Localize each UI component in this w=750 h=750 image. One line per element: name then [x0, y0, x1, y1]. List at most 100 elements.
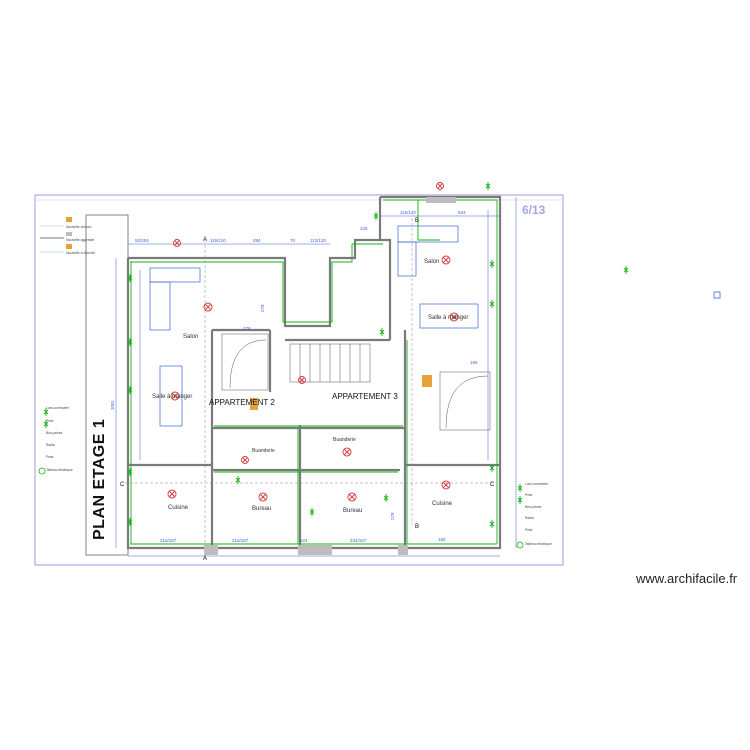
legend-swatch-3 — [66, 244, 72, 249]
legend-top: Nouvelle cloison Nouvelle aggreste Nouve… — [40, 217, 96, 255]
legend-sym-3: Bloc-prises — [46, 431, 63, 435]
room-salle-manger-left: Salle à manger — [152, 394, 192, 400]
panel-legend-icon-left — [38, 467, 46, 475]
stair-left-curve — [229, 339, 267, 389]
window-bottom-3 — [398, 545, 408, 555]
outlet — [489, 464, 495, 472]
outlet — [489, 300, 495, 308]
dim-text-9: 1051 — [110, 399, 115, 410]
section-b-top: B — [415, 218, 419, 224]
outlet — [309, 508, 315, 516]
outlet — [127, 338, 133, 346]
legend-right-5: Prise — [525, 528, 533, 532]
room-salon-right: Salon — [424, 259, 439, 265]
room-buanderie-right: Buanderie — [333, 437, 356, 443]
apartment-3-label: APPARTEMENT 3 — [332, 392, 398, 401]
dim-text-4: 70 — [290, 238, 296, 243]
light-salon-left — [203, 302, 213, 312]
apartment-2-label: APPARTEMENT 2 — [209, 398, 275, 407]
legend-label-3: Nouvelle à démolir — [66, 251, 96, 255]
section-c-left: C — [120, 482, 125, 488]
page-number: 6/13 — [522, 203, 546, 217]
wall-left-top — [128, 238, 380, 328]
outlet — [623, 266, 629, 274]
legend-sym-4: Radia — [46, 443, 55, 447]
legend-label-2: Nouvelle aggreste — [66, 238, 94, 242]
outlet — [373, 212, 379, 220]
circuit-stair-right — [417, 200, 440, 241]
stair-right — [439, 371, 491, 431]
dim-text-2: 115/120 — [210, 238, 226, 243]
light-salle-left — [170, 391, 180, 401]
dim-text-16: 524 — [300, 538, 308, 543]
outlet — [43, 408, 49, 416]
room-salle-manger-right: Salle à manger — [428, 315, 468, 321]
stair-center-treads — [299, 344, 361, 382]
section-b-bottom: B — [415, 524, 419, 530]
room-salon-left: Salon — [183, 334, 198, 340]
outlet — [517, 484, 523, 492]
legend-right-6: Tableau électrique — [525, 542, 552, 546]
watermark-text: www.archifacile.fr — [636, 571, 738, 586]
stair-right-curve — [445, 375, 489, 429]
legend-symbols-left: Lum-commutée Prise Bloc-prises Radia Pri… — [46, 406, 73, 472]
legend-swatch-1 — [66, 217, 72, 222]
room-labels: Salon Salle à manger Cuisine Bureau Buan… — [152, 259, 468, 514]
dim-text-5: 112/120 — [310, 238, 326, 243]
outlet — [485, 182, 491, 190]
outlet — [127, 274, 133, 282]
walls — [126, 195, 502, 550]
legend-sym-5: Prise — [46, 455, 54, 459]
stairs — [221, 333, 491, 431]
dim-text-11: 165 — [470, 360, 478, 365]
section-marks: A A B B C C — [120, 218, 495, 562]
room-cuisine-right: Cuisine — [432, 501, 453, 507]
dim-text-6: 115/120 — [400, 210, 416, 215]
light-cuisine-right — [441, 480, 451, 490]
furniture — [149, 225, 479, 427]
outlet — [43, 420, 49, 428]
light-salon-right — [441, 255, 451, 265]
outlet — [379, 328, 385, 336]
dim-text-14: 216/187 — [160, 538, 177, 543]
light-top-1 — [173, 239, 181, 247]
room-bureau-left: Bureau — [252, 506, 271, 512]
sofa-left-side — [149, 281, 171, 331]
window-top-right — [426, 197, 456, 203]
sheet-frame — [34, 194, 564, 566]
sofa-right-side — [397, 241, 417, 277]
legend-sym-6: Tableau électrique — [46, 468, 73, 472]
light-apt2-corr — [241, 456, 249, 464]
legend-label-1: Nouvelle cloison — [66, 225, 92, 229]
dim-text-7: 524 — [458, 210, 466, 215]
legend-swatch-2 — [66, 232, 72, 236]
dimension-texts: 52/204 115/120 284 70 112/120 115/120 52… — [110, 210, 478, 543]
light-salle-right — [449, 312, 459, 322]
electric-lines — [130, 199, 498, 545]
sofa-left — [149, 267, 201, 283]
ceiling-lights — [167, 182, 459, 502]
outlet — [127, 386, 133, 394]
panel-legend-icon-right — [516, 541, 524, 549]
light-cuisine-left — [167, 489, 177, 499]
legend-right-1: Lum-commutée — [525, 482, 548, 486]
dim-text-3: 284 — [253, 238, 261, 243]
light-buanderie — [342, 447, 352, 457]
legend-right-4: Radia — [525, 516, 534, 520]
room-bureau-right: Bureau — [343, 508, 362, 514]
light-top-2 — [436, 182, 444, 190]
window-bottom-2 — [298, 545, 332, 555]
outlet — [489, 260, 495, 268]
dim-text-18: 165 — [438, 537, 446, 542]
section-a-top: A — [203, 237, 207, 243]
partition-apt2 — [250, 398, 258, 410]
dim-text-15: 216/187 — [232, 538, 249, 543]
section-a-bottom: A — [203, 556, 207, 562]
room-buanderie-left: Buanderie — [252, 448, 275, 454]
light-stair — [298, 376, 306, 384]
stair-left — [221, 333, 269, 391]
legend-sym-1: Lum-commutée — [46, 406, 69, 410]
light-bureau-right — [347, 492, 357, 502]
table-left — [159, 365, 183, 427]
